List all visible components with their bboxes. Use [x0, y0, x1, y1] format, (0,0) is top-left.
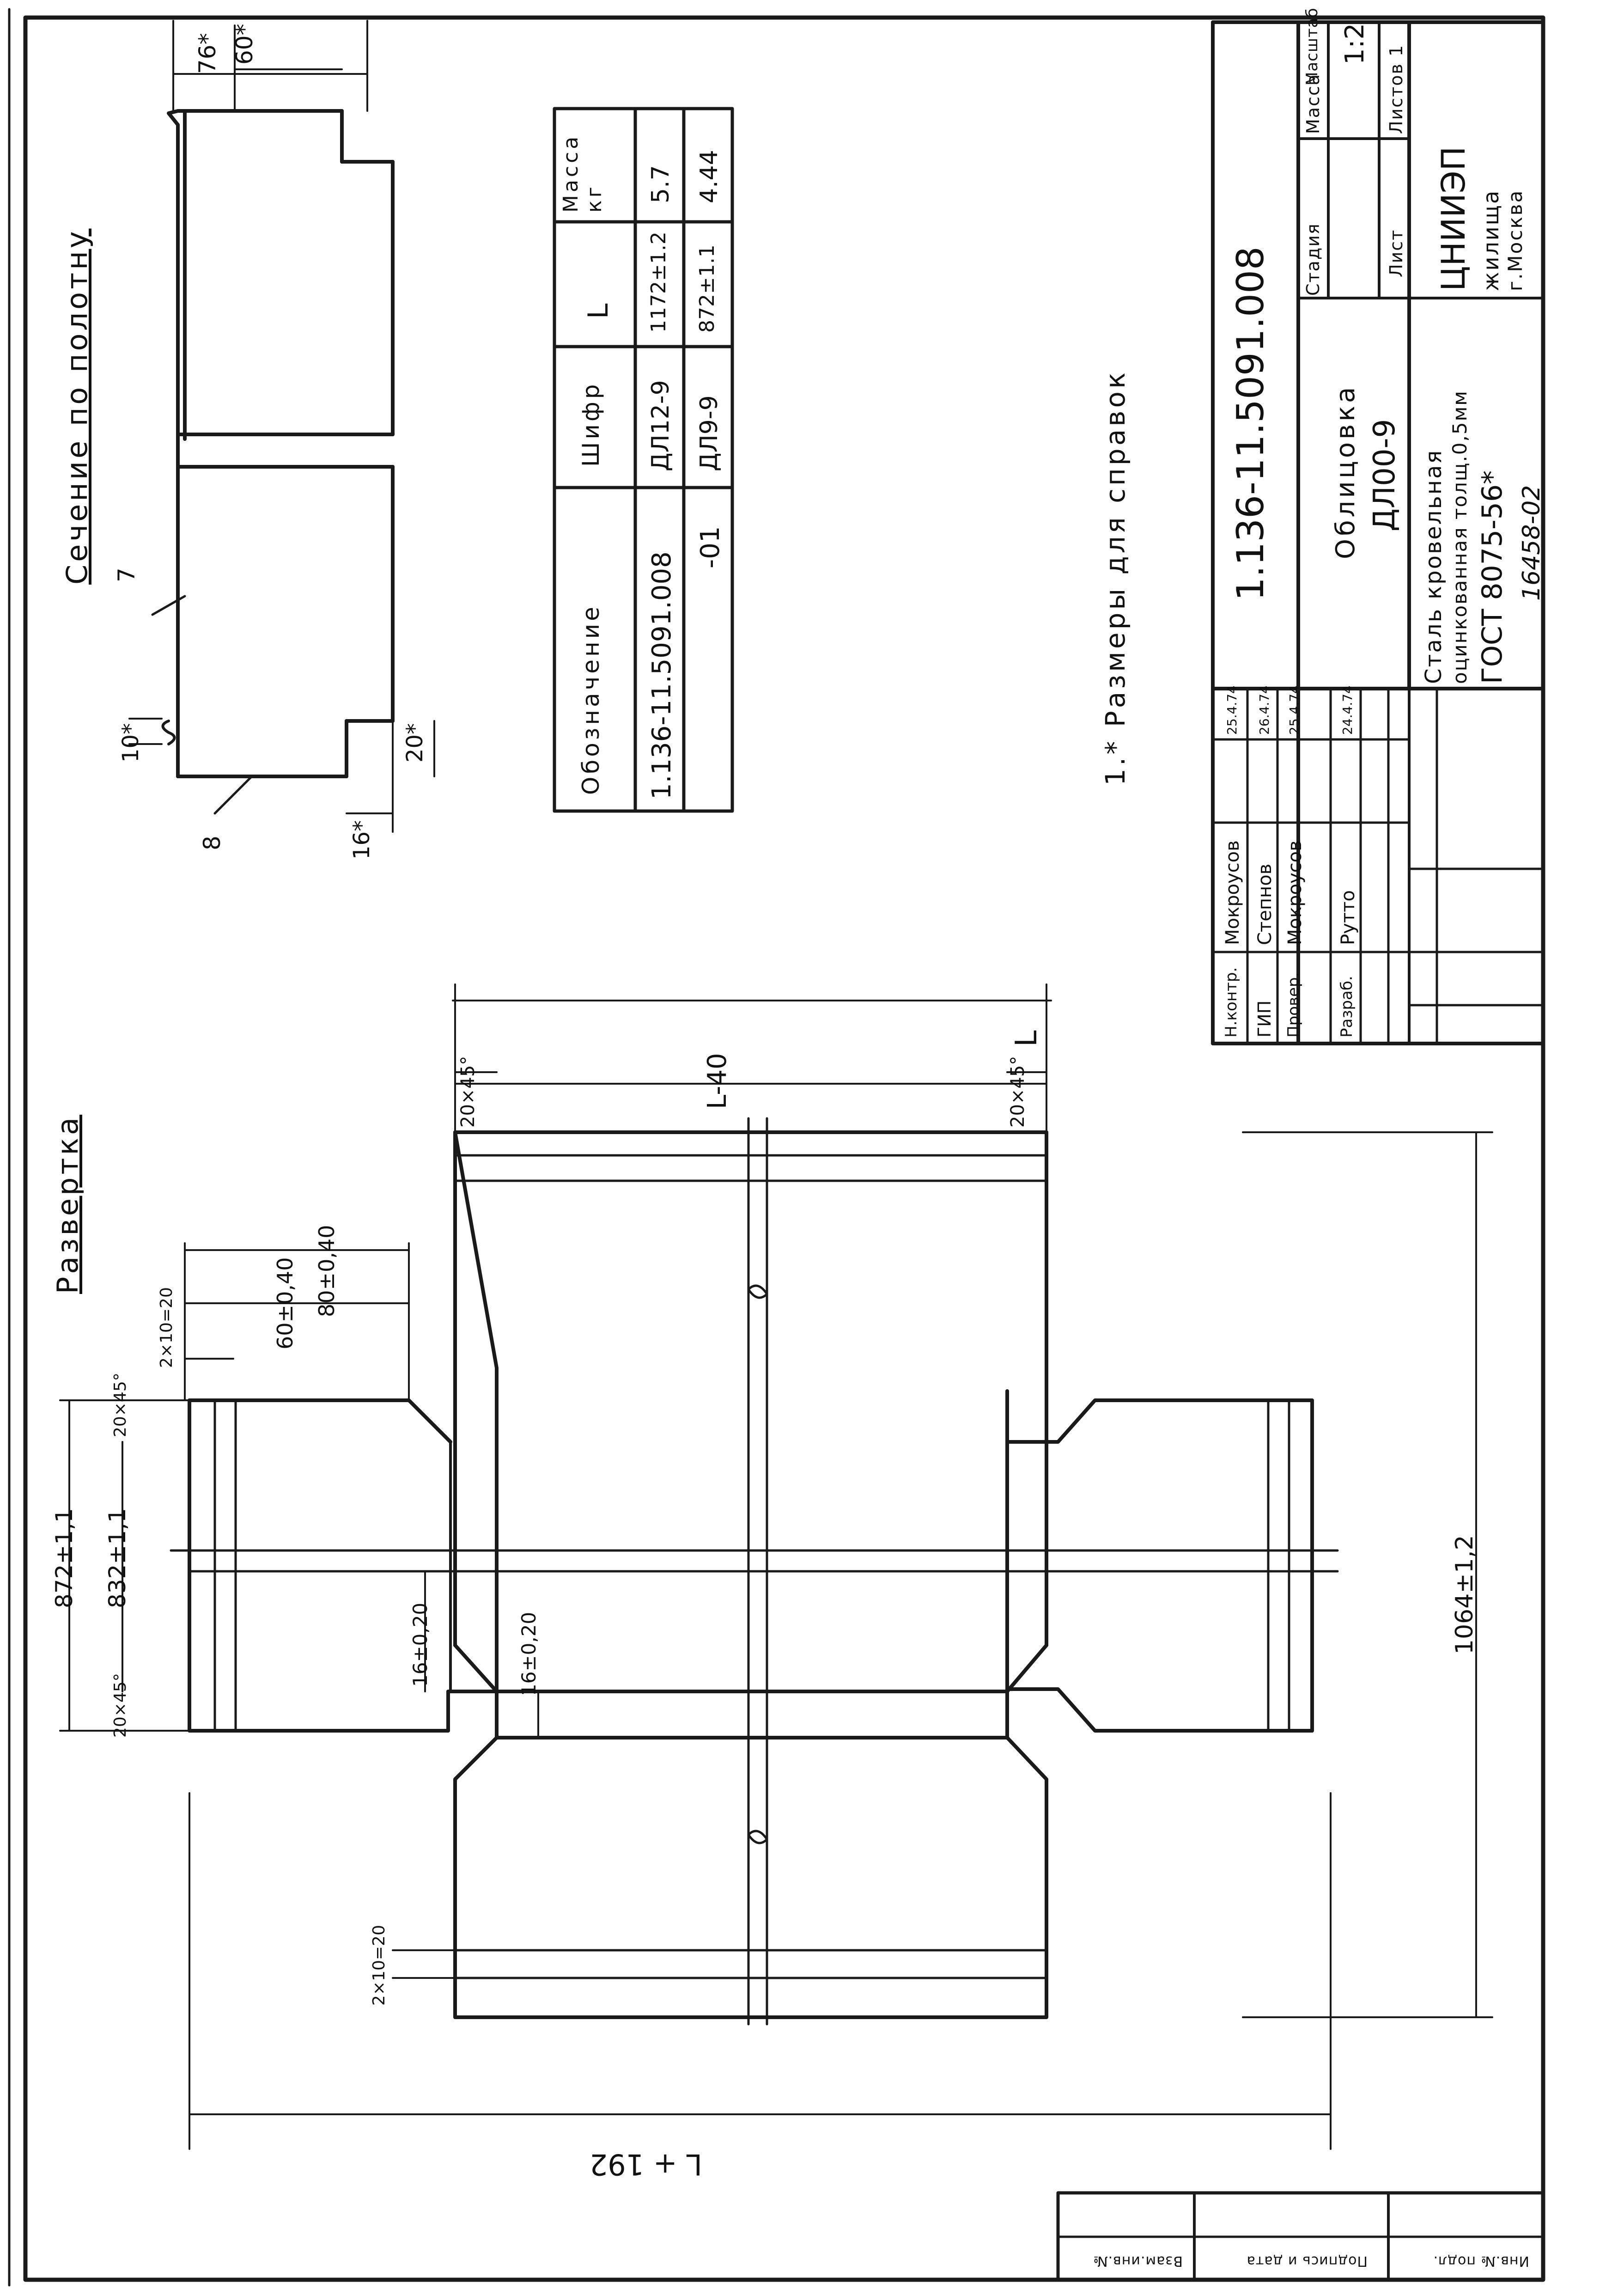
title-org-line3: г.Москва	[1504, 189, 1527, 291]
sig-name-4: Рутто	[1338, 890, 1359, 945]
strip-replacement-inv: Взам.инв.№	[1093, 2253, 1183, 2269]
table-row2-L: 872±1.1	[695, 244, 719, 333]
dim-L-minus-40: L-40	[702, 1053, 732, 1109]
title-block-grid	[1211, 20, 1545, 1045]
dim-2x10-top: 2×10=20	[157, 1287, 176, 1368]
sig-name-1: Мокроусов	[1222, 840, 1243, 945]
dim-16-a: 16±0,20	[409, 1602, 432, 1687]
frame-border	[23, 15, 1545, 2282]
sig-role-3: Провер.	[1284, 972, 1303, 1038]
sig-name-3: Мокроусов	[1284, 840, 1306, 945]
title-material-line1: Сталь кровельная	[1421, 449, 1447, 684]
table-row2-code: ДЛ9-9	[695, 395, 723, 471]
title-org-line2: жилища	[1478, 189, 1503, 291]
title-sheet-label: Лист	[1386, 229, 1406, 277]
dim-20x45-b: 20×45°	[111, 1673, 130, 1738]
dim-chamfer-left: 20×45°	[457, 1056, 479, 1128]
table-row1-code: ДЛ12-9	[647, 380, 675, 471]
table-row1-mass: 5.7	[647, 165, 675, 203]
sig-role-2: ГИП	[1254, 1000, 1275, 1038]
title-designation: 1.136-11.5091.008	[1229, 246, 1272, 601]
variants-table-grid	[553, 107, 734, 813]
dim-16-b: 16±0,20	[517, 1611, 540, 1696]
section-heading: Сечение по полотну	[60, 228, 94, 585]
section-view	[128, 20, 435, 833]
sig-date-3: 25.4.74	[1287, 685, 1302, 735]
dim-2x10-bottom: 2×10=20	[370, 1925, 389, 2006]
table-row1-L: 1172±1.2	[647, 232, 670, 333]
dim-20x45-a: 20×45°	[111, 1373, 130, 1437]
table-header-L: L	[582, 300, 614, 319]
title-name-line2: ДЛ00-9	[1368, 419, 1402, 531]
dim-section-top-outer: 76*	[194, 33, 221, 74]
title-stage-label: Стадия	[1303, 223, 1323, 296]
dim-L-plus-192: L + 192	[589, 2148, 702, 2181]
sig-role-1: Н.контр.	[1222, 967, 1241, 1038]
strip-signature-date: Подпись и дата	[1246, 2253, 1368, 2269]
sig-name-2: Степнов	[1254, 863, 1276, 945]
dim-section-bottom: 16*	[349, 820, 375, 860]
title-scale-value: 1:2	[1340, 23, 1370, 65]
table-row2-designation: -01	[695, 526, 725, 568]
table-row2-mass: 4.44	[695, 150, 723, 203]
table-header-designation: Обозначение	[578, 604, 604, 795]
dim-section-step: 20*	[402, 723, 428, 763]
callout-8: 8	[199, 836, 225, 850]
title-org-line1: ЦНИИЭП	[1435, 146, 1472, 291]
dim-section-top-inner: 60*	[231, 24, 258, 65]
title-scale-label: Масштаб	[1303, 7, 1321, 85]
dim-1064: 1064±1,2	[1451, 1535, 1478, 1654]
dim-832: 832±1,1	[104, 1508, 131, 1608]
sig-date-2: 26.4.74	[1257, 685, 1272, 735]
dim-80: 80±0,40	[314, 1225, 339, 1318]
development-dimension-lines	[59, 983, 1493, 2150]
development-view	[170, 1117, 1339, 2026]
dim-872: 872±1,1	[51, 1508, 78, 1608]
callout-7: 7	[113, 568, 140, 582]
dim-60: 60±0,40	[273, 1257, 298, 1350]
sig-date-4: 24.4.74	[1340, 685, 1355, 735]
sig-role-4: Разраб.	[1338, 976, 1356, 1038]
dim-L: L	[1010, 1030, 1044, 1047]
title-sheets-label: Листов 1	[1386, 44, 1406, 134]
strip-inv-original: Инв.№ подл.	[1433, 2253, 1529, 2269]
title-material-line2: оцинкованная толщ.0,5мм	[1448, 390, 1471, 684]
sig-date-top: 25.4.74	[1224, 685, 1240, 735]
table-header-code: Шифр	[578, 381, 604, 467]
title-stamp-number: 16458-02	[1518, 485, 1545, 601]
note-text: 1.* Размеры для справок	[1100, 370, 1131, 786]
dim-chamfer-right: 20×45°	[1007, 1056, 1028, 1128]
table-header-mass: Масса кг	[559, 134, 606, 213]
title-name-line1: Облицовка	[1331, 384, 1361, 559]
table-row1-designation: 1.136-11.5091.008	[647, 551, 677, 800]
title-material-line3: ГОСТ 8075-56*	[1476, 470, 1508, 684]
development-heading: Развертка	[51, 1115, 85, 1294]
dim-section-fold: 10*	[118, 723, 144, 763]
